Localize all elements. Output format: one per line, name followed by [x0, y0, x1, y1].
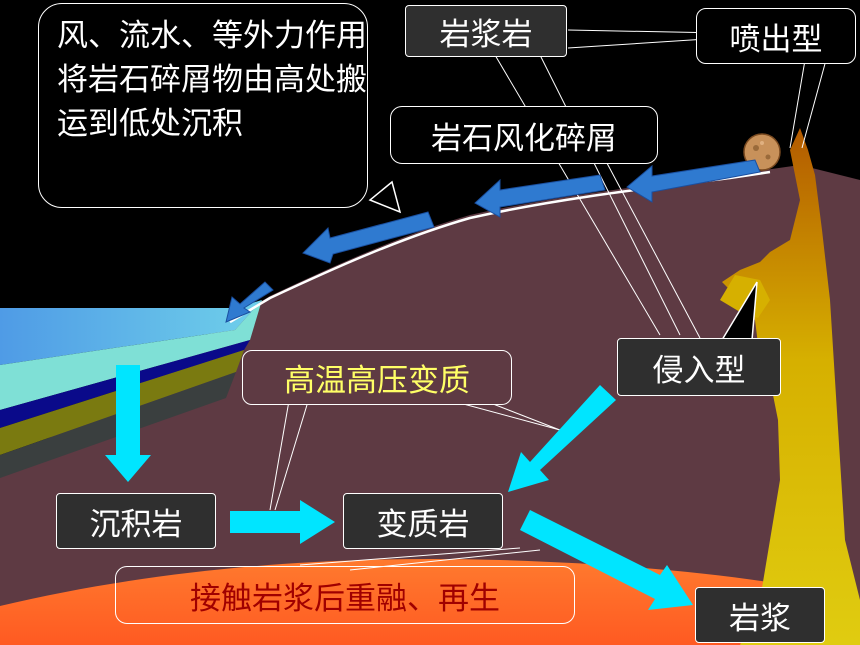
- label-extrusive: 喷出型: [696, 8, 856, 64]
- arrow-sediment-down: [105, 365, 151, 482]
- label-magmatic-rock: 岩浆岩: [405, 5, 567, 57]
- arrow-metamorphic-to-magma: [520, 510, 693, 610]
- arrow-sediment-to-metamorphic: [230, 500, 335, 544]
- arrow-intrusive-to-metamorphic: [508, 385, 616, 492]
- label-magma: 岩浆: [695, 587, 825, 643]
- sediment-layer-cyan: [0, 300, 262, 410]
- transport-arrow-4: [626, 159, 761, 203]
- label-high-temp-pressure: 高温高压变质: [242, 350, 512, 405]
- callout-tail-erosion: [368, 180, 402, 214]
- lava-branch: [720, 275, 770, 318]
- label-weathered-debris: 岩石风化碎屑: [390, 106, 658, 164]
- transport-arrow-1: [225, 281, 274, 323]
- label-sedimentary-rock: 沉积岩: [56, 493, 216, 549]
- transport-arrow-3: [474, 174, 606, 218]
- label-intrusive: 侵入型: [617, 338, 781, 396]
- sea: [0, 300, 262, 365]
- transport-arrow-2: [302, 211, 435, 264]
- label-remelting: 接触岩浆后重融、再生: [115, 566, 575, 624]
- erosion-note: 风、流水、等外力作用将岩石碎屑物由高处搬运到低处沉积: [38, 3, 368, 208]
- label-metamorphic-rock: 变质岩: [343, 493, 503, 549]
- lava-conduit: [722, 128, 860, 645]
